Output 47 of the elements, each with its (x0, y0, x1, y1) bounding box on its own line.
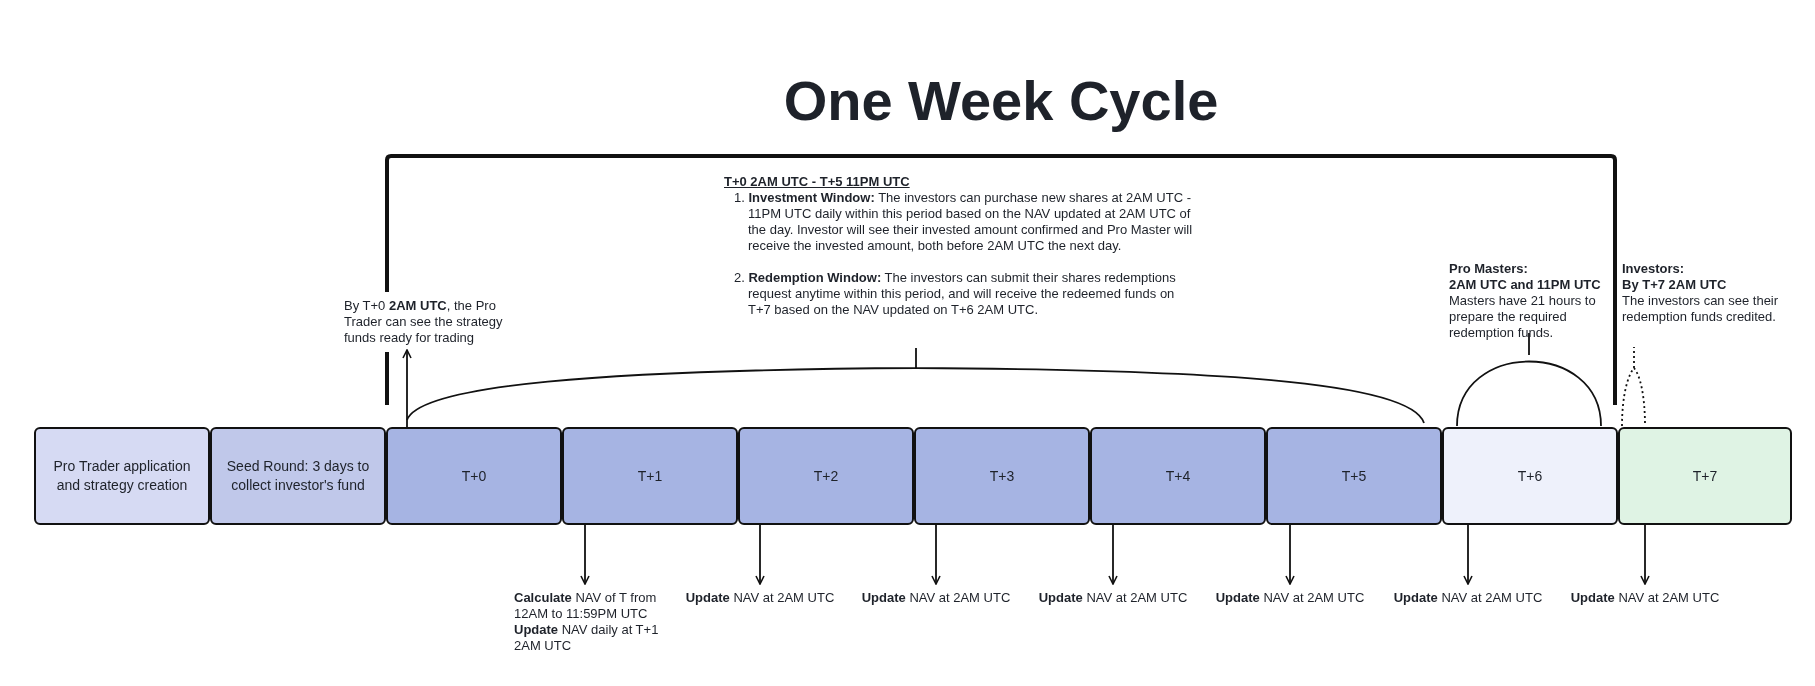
arrow (931, 524, 941, 585)
step-label: Seed Round: 3 days to collect investor's fund (225, 457, 371, 495)
arrow (1463, 524, 1473, 585)
timeline-step-box (34, 427, 210, 525)
note-text: Calculate NAV of T from 12AM to 11:59PM UTC (514, 590, 658, 622)
timeline-step-box (562, 427, 738, 525)
diagram-title: One Week Cycle (782, 68, 1220, 134)
step-label: T+3 (989, 466, 1015, 486)
note-text: Update NAV at 2AM UTC (1569, 590, 1721, 606)
step-label: T+7 (1692, 466, 1718, 486)
list-item: 1. Investment Window: The investors can purchase new shares at 2AM UTC - 11PM UTC daily within this period based on the NAV updated at 2AM UTC of the day. Investor will see their invested amount confirmed and Pro Master will receive the invested amount, both before 2AM UTC the next day. (733, 190, 1194, 254)
step-label: T+4 (1165, 466, 1191, 486)
note-text: Update NAV at 2AM UTC (1037, 590, 1189, 606)
arrow (1285, 524, 1295, 585)
note-heading: By T+7 2AM UTC (1622, 277, 1728, 293)
note-text: Masters have 21 hours to prepare the required redemption funds. (1449, 293, 1597, 341)
timeline-step-box (1442, 427, 1618, 525)
step-label: T+1 (637, 466, 663, 486)
note-heading: Pro Masters: (1449, 261, 1529, 277)
step-label: T+0 (461, 466, 487, 486)
note-heading: 2AM UTC and 11PM UTC (1449, 277, 1602, 293)
list-item: 2. Redemption Window: The investors can submit their shares redemptions request anytime within this period, and will receive the redeemed funds on T+7 based on the NAV updated on T+6 2AM UTC. (733, 270, 1177, 318)
step-label: Pro Trader application and strategy creation (52, 457, 192, 495)
note-text: Update NAV daily at T+1 2AM UTC (514, 622, 660, 654)
timeline-step-box (1090, 427, 1266, 525)
timeline-step-box (210, 427, 386, 525)
arrow (755, 524, 765, 585)
arrow (402, 349, 412, 428)
step-label: T+6 (1517, 466, 1543, 486)
note-heading: T+0 2AM UTC - T+5 11PM UTC (724, 174, 911, 190)
note-text: By T+0 2AM UTC, the Pro Trader can see the strategy funds ready for trading (344, 298, 504, 346)
note-text: Update NAV at 2AM UTC (1392, 590, 1544, 606)
note-text: Update NAV at 2AM UTC (1214, 590, 1366, 606)
step-label: T+5 (1341, 466, 1367, 486)
timeline-step-box (1618, 427, 1792, 525)
timeline-step-box (386, 427, 562, 525)
note-text: Update NAV at 2AM UTC (860, 590, 1012, 606)
arrow (1640, 524, 1650, 585)
timeline-step-box (738, 427, 914, 525)
timeline-step-box (1266, 427, 1442, 525)
note-text: Update NAV at 2AM UTC (684, 590, 836, 606)
arrow (580, 524, 590, 585)
note-heading: Investors: (1622, 261, 1686, 277)
timeline-step-box (914, 427, 1090, 525)
step-label: T+2 (813, 466, 839, 486)
note-text: The investors can see their redemption funds credited. (1622, 293, 1780, 325)
arrow (1108, 524, 1118, 585)
